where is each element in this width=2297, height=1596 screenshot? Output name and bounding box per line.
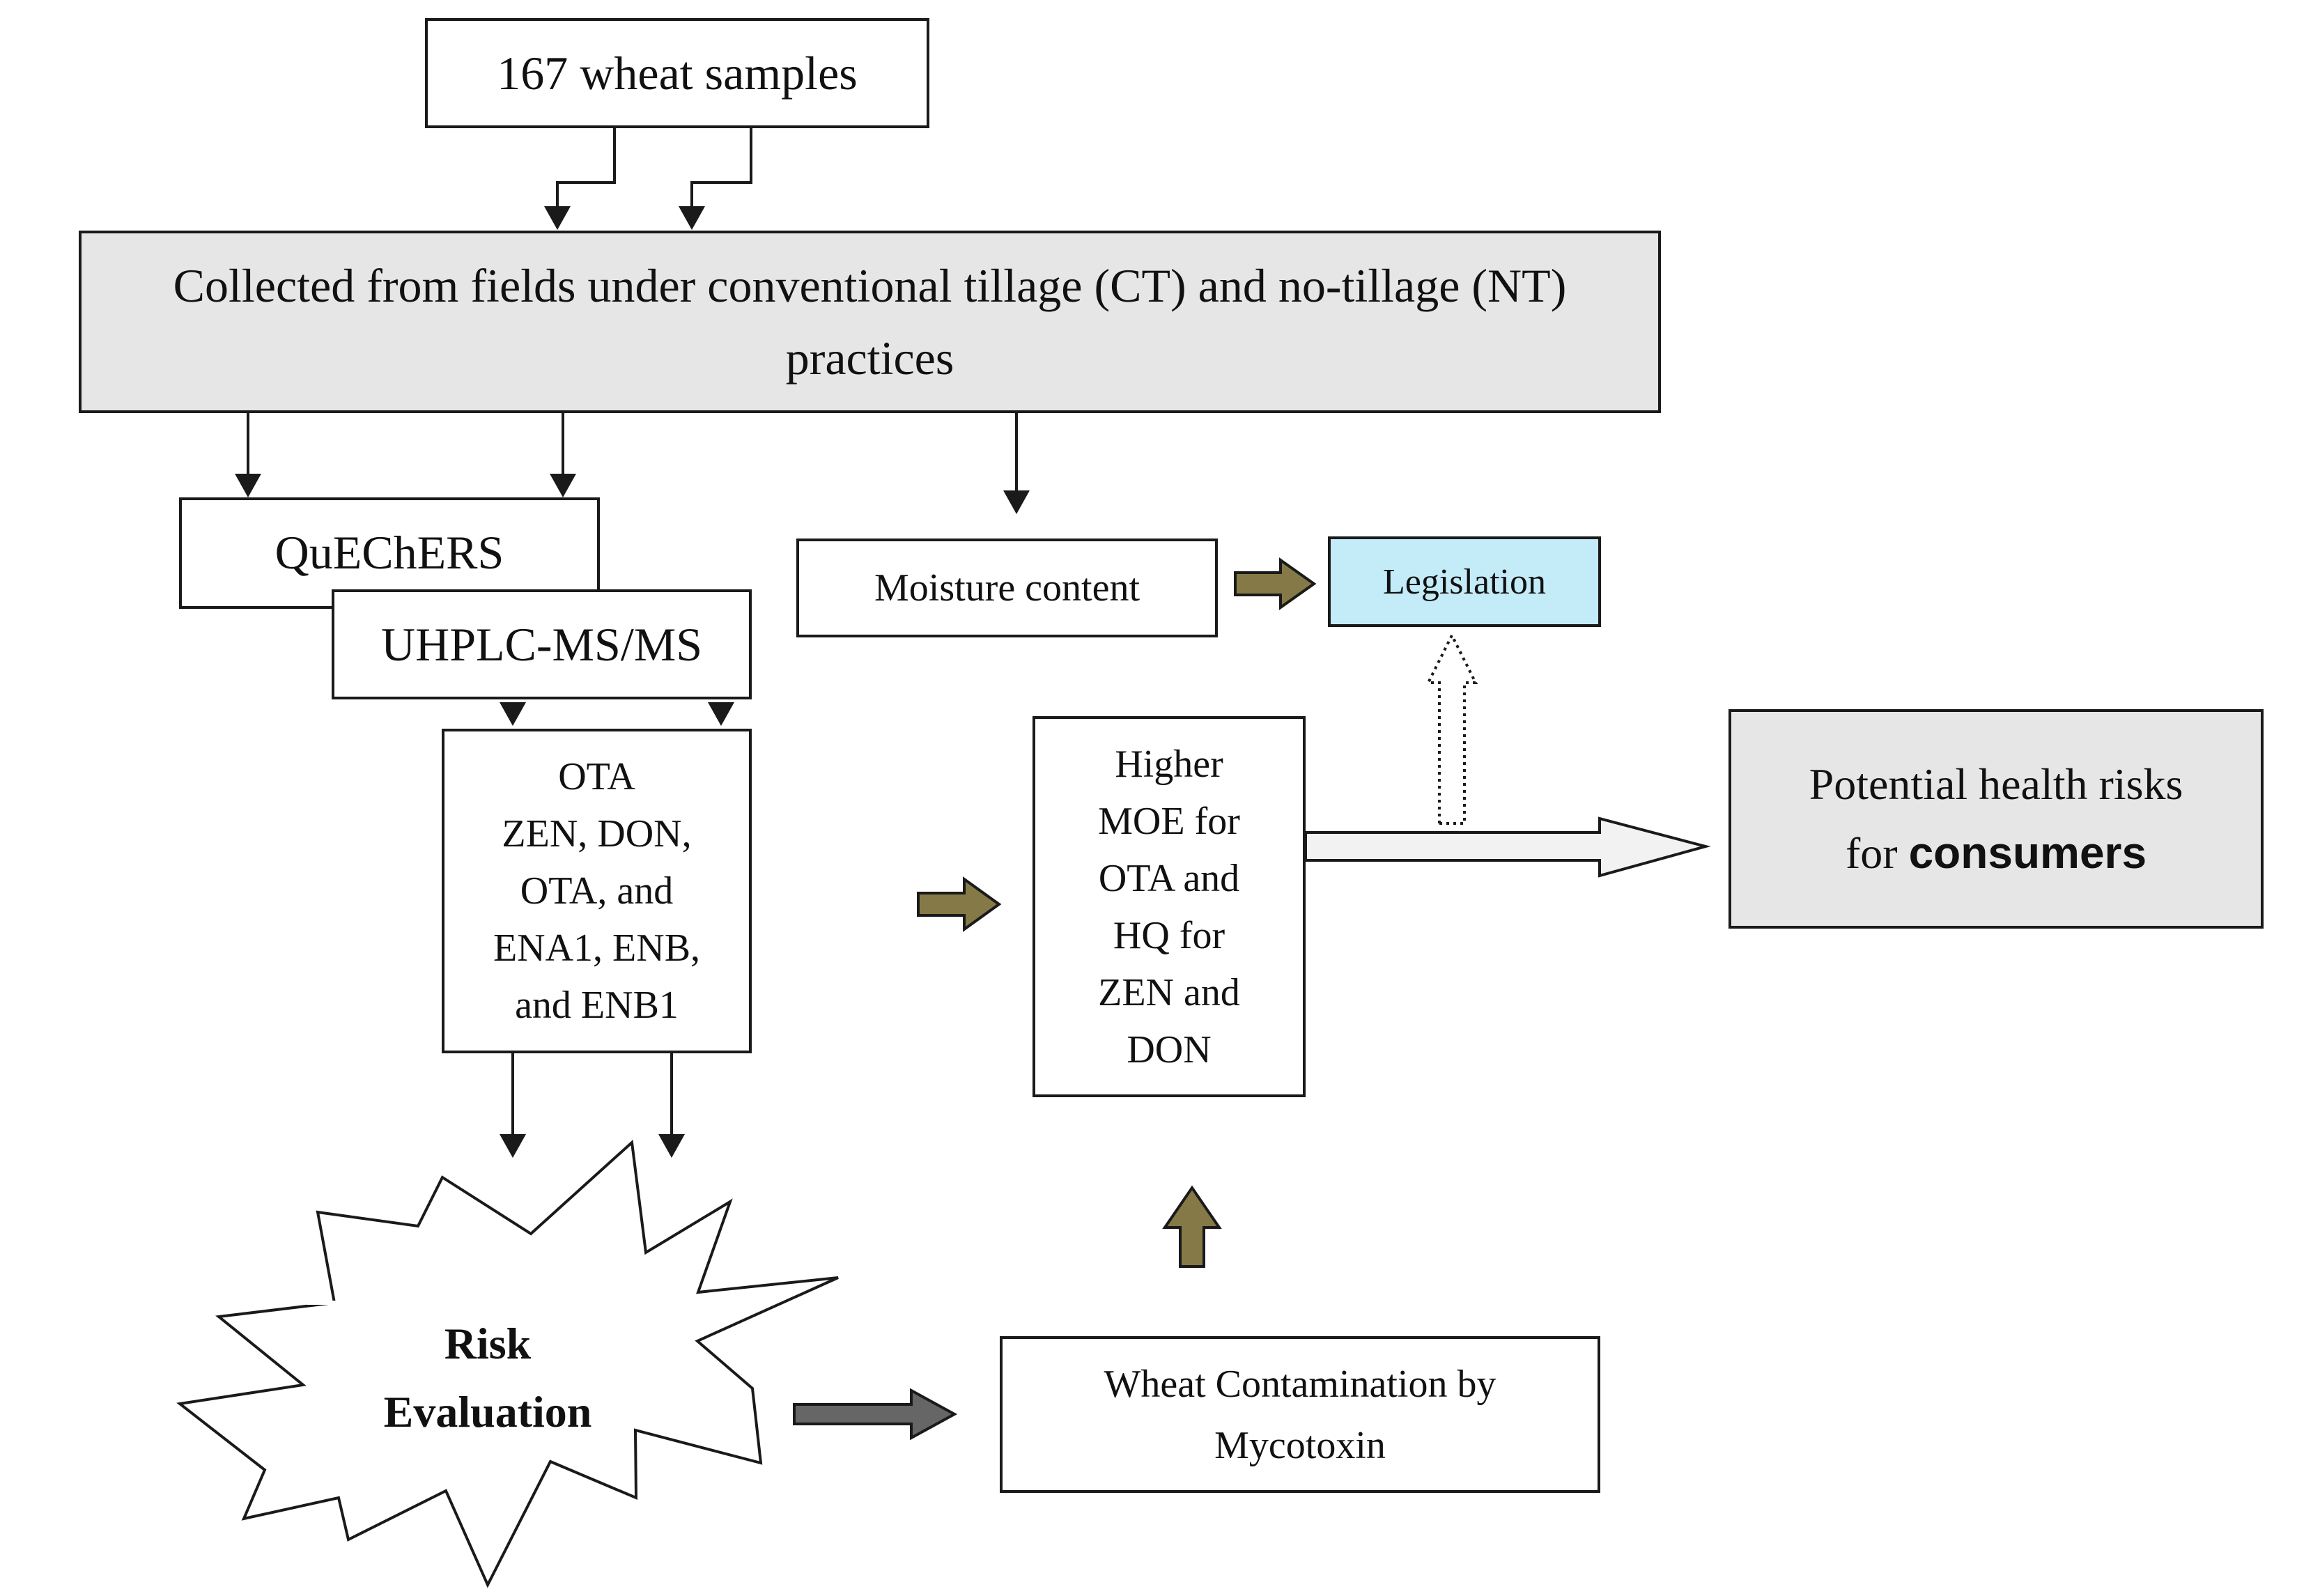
node-samples: 167 wheat samples <box>425 18 929 128</box>
hollow-arrow-moe-to-health <box>1304 816 1711 878</box>
moe-line: ZEN and <box>1098 970 1240 1014</box>
risk-line: Evaluation <box>383 1387 592 1436</box>
node-risk-evaluation: Risk Evaluation <box>307 1310 669 1446</box>
arrowhead <box>708 702 734 726</box>
node-collected: Collected from fields under conventional… <box>79 231 1661 413</box>
wheat-line: Mycotoxin <box>1214 1423 1386 1467</box>
arrow-samples-to-collected-right <box>690 128 752 224</box>
toxins-line: OTA <box>558 755 635 798</box>
toxins-line: and ENB1 <box>515 984 679 1027</box>
node-quechers-label: QuEChERS <box>274 526 504 579</box>
moe-line: Higher <box>1115 742 1223 786</box>
arrowhead <box>679 206 705 230</box>
health-line-2: for consumers <box>1809 819 2183 888</box>
toxins-line: ENA1, ENB, <box>493 927 701 970</box>
toxins-line: OTA, and <box>520 869 674 913</box>
node-moisture: Moisture content <box>796 539 1218 637</box>
gray-arrow-risk-to-wheat <box>793 1388 958 1441</box>
arrowhead <box>500 702 526 726</box>
olive-arrow-toxins-to-moe <box>917 876 1002 932</box>
wheat-line: Wheat Contamination by <box>1104 1362 1496 1406</box>
moe-line: OTA and <box>1098 856 1240 900</box>
health-line-1: Potential health risks <box>1809 759 2183 809</box>
dotted-arrow-moe-to-legislation <box>1425 632 1478 825</box>
node-legislation: Legislation <box>1328 536 1601 627</box>
node-toxins: OTA ZEN, DON, OTA, and ENA1, ENB, and EN… <box>442 729 752 1053</box>
node-health-risks: Potential health risks for consumers <box>1728 709 2264 929</box>
risk-line: Risk <box>444 1319 532 1368</box>
node-uhplc: UHPLC-MS/MS <box>332 589 752 699</box>
moe-line: HQ for <box>1113 913 1225 957</box>
olive-arrow-moisture-to-legislation <box>1234 557 1317 610</box>
node-uhplc-label: UHPLC-MS/MS <box>380 617 703 671</box>
arrowhead <box>500 1134 526 1158</box>
arrow-samples-to-collected-left <box>556 128 616 224</box>
arrowhead <box>235 474 261 497</box>
node-moe: Higher MOE for OTA and HQ for ZEN and DO… <box>1033 716 1306 1097</box>
toxins-line: ZEN, DON, <box>502 812 692 855</box>
moe-line: DON <box>1127 1028 1212 1071</box>
arrowhead <box>550 474 576 497</box>
node-collected-label: Collected from fields under conventional… <box>173 259 1567 385</box>
risk-starburst-shape <box>176 1139 839 1588</box>
moe-line: MOE for <box>1098 799 1240 843</box>
node-samples-label: 167 wheat samples <box>497 46 858 100</box>
health-consumers: consumers <box>1908 828 2147 878</box>
arrowhead <box>658 1134 685 1158</box>
arrowhead <box>544 206 571 230</box>
health-prefix: for <box>1845 828 1909 878</box>
olive-arrow-wheat-to-moe <box>1162 1185 1222 1268</box>
node-legislation-label: Legislation <box>1383 561 1546 602</box>
arrowhead <box>1003 490 1030 514</box>
node-wheat-contamination: Wheat Contamination by Mycotoxin <box>1000 1336 1600 1493</box>
node-moisture-label: Moisture content <box>874 566 1140 610</box>
